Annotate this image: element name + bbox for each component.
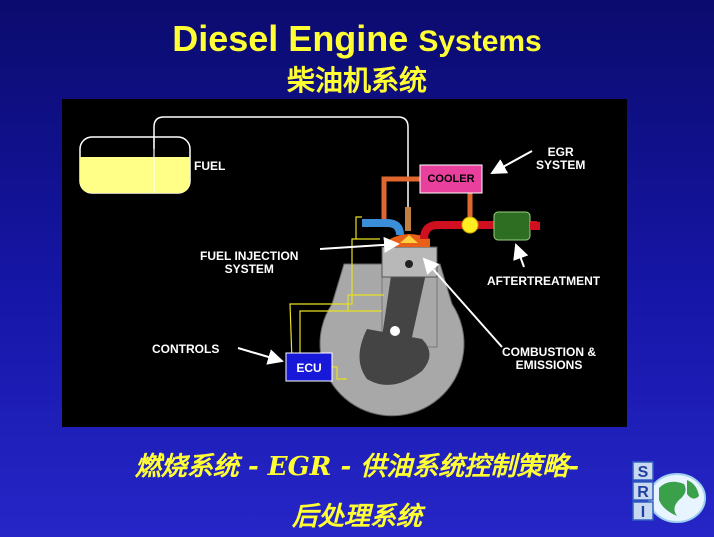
label-combustion: COMBUSTION &EMISSIONS — [502, 346, 596, 372]
logo-letter-s: S — [638, 464, 649, 481]
wire-5 — [332, 366, 347, 380]
crank-web — [359, 329, 430, 385]
label-egr: EGR — [547, 145, 574, 159]
wire-1 — [299, 310, 382, 355]
connecting-rod — [382, 269, 427, 337]
egr-pipe-left — [381, 176, 420, 219]
aftertreatment-arrow — [513, 243, 529, 268]
fuel-injection-arrow — [319, 236, 400, 253]
aftertreatment-unit — [493, 211, 531, 241]
label-combustion-line2: EMISSIONS — [515, 358, 583, 372]
fuel-injector — [405, 207, 411, 231]
caption-line-2: 后处理系统 — [291, 502, 422, 532]
exhaust-pipe — [420, 221, 537, 240]
label-controls: CONTROLS — [152, 342, 220, 356]
logo-letter-r: R — [637, 484, 649, 501]
caption-line-1: 燃烧系统 - EGR - 供油系统控制策略- — [134, 452, 580, 482]
ecu-box — [285, 352, 333, 382]
label-ecu: ECU — [296, 361, 322, 375]
logo-letter-i: I — [641, 504, 645, 521]
label-fuel-injection-line1: FUEL INJECTION — [200, 249, 299, 263]
globe-icon: S R I — [632, 461, 706, 523]
page-title: Diesel Engine Systems — [0, 18, 714, 63]
label-fuel: FUEL — [194, 159, 226, 173]
label-fuel-injection-line2: SYSTEM — [224, 262, 274, 276]
cooler-box — [419, 164, 483, 194]
fuel-tank-level — [80, 157, 190, 193]
title-tail: Systems — [418, 25, 542, 58]
label-egr-system-word: SYSTEM — [536, 158, 586, 172]
title-main: Diesel Engine — [172, 18, 409, 59]
wire-3 — [347, 294, 384, 311]
sri-logo: S R I — [629, 458, 709, 528]
label-aftertreatment: AFTERTREATMENT — [487, 274, 601, 288]
page-subtitle: 柴油机系统 — [286, 64, 427, 97]
combustion-arrow — [422, 257, 503, 348]
label-cooler: COOLER — [427, 173, 475, 185]
fuel-supply-line — [153, 116, 409, 219]
intake-pipe — [362, 219, 404, 236]
label-combustion-line1: COMBUSTION & — [502, 345, 596, 359]
wire-2 — [289, 238, 380, 362]
egr-valve — [461, 216, 479, 234]
controls-arrow — [237, 347, 284, 365]
wire-4 — [355, 216, 362, 239]
egr-arrow — [490, 150, 533, 174]
engine-diagram-graphics — [79, 116, 540, 417]
